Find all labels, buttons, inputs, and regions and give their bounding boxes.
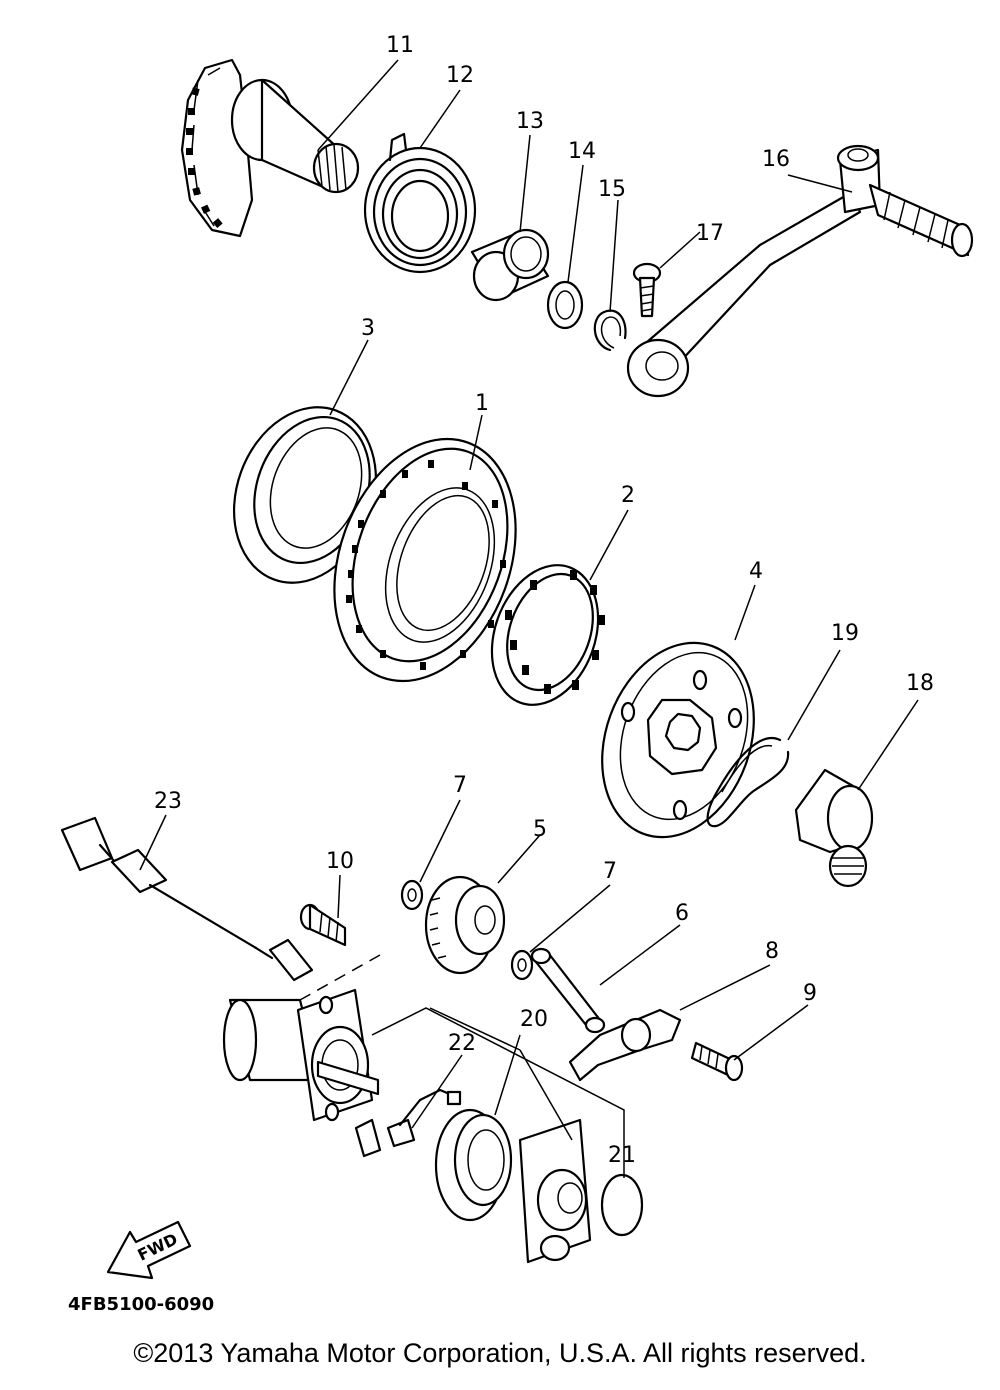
washer-7a-part bbox=[400, 879, 424, 911]
starter-clutch-assembly-part bbox=[601, 641, 755, 839]
starter-lead-part bbox=[60, 816, 314, 982]
label-12: 12 bbox=[446, 63, 474, 88]
kick-crank-part bbox=[626, 144, 974, 398]
label-23: 23 bbox=[154, 789, 182, 814]
label-6: 6 bbox=[675, 901, 689, 926]
label-7a: 7 bbox=[453, 773, 467, 798]
bolt-17-part bbox=[632, 262, 662, 318]
screw-9-part bbox=[690, 1041, 744, 1082]
label-3: 3 bbox=[361, 316, 375, 341]
starter-clutch-gear-part bbox=[333, 437, 517, 683]
bolt-10-part bbox=[299, 903, 347, 947]
kick-shaft-gear-part bbox=[180, 58, 360, 238]
motor-cover-bracket-part bbox=[518, 1118, 592, 1264]
fwd-arrow-icon: FWD bbox=[106, 1220, 192, 1280]
label-8: 8 bbox=[765, 939, 779, 964]
leader-lines bbox=[139, 59, 919, 1178]
label-22: 22 bbox=[448, 1031, 476, 1056]
label-14: 14 bbox=[568, 139, 596, 164]
label-4: 4 bbox=[749, 559, 763, 584]
label-20: 20 bbox=[520, 1007, 548, 1032]
washer-7b-part bbox=[510, 949, 534, 981]
label-19: 19 bbox=[831, 621, 859, 646]
label-10: 10 bbox=[326, 849, 354, 874]
circlip-part bbox=[593, 309, 627, 352]
starter-motor-part bbox=[222, 988, 380, 1122]
label-2: 2 bbox=[621, 483, 635, 508]
seal-20-part bbox=[434, 1108, 513, 1222]
label-13: 13 bbox=[516, 109, 544, 134]
shim-19-part bbox=[706, 737, 790, 828]
gear-18-part bbox=[794, 768, 874, 888]
label-15: 15 bbox=[598, 177, 626, 202]
part-labels: 11 12 13 14 15 16 17 3 1 2 4 19 18 23 7 … bbox=[154, 33, 934, 1168]
plate-8-part bbox=[568, 1008, 682, 1082]
label-1: 1 bbox=[475, 391, 489, 416]
idler-gear-part bbox=[424, 875, 506, 975]
brush-set-part bbox=[354, 1088, 462, 1158]
label-16: 16 bbox=[762, 147, 790, 172]
shaft-6-part bbox=[530, 947, 606, 1034]
label-18: 18 bbox=[906, 671, 934, 696]
o-ring-21-part bbox=[600, 1173, 644, 1237]
collar-part bbox=[470, 228, 550, 302]
washer-14-part bbox=[546, 280, 584, 330]
one-way-clutch-part bbox=[490, 564, 605, 706]
figure-code: 4FB5100-6090 bbox=[68, 1294, 214, 1315]
bearing-plate-3-part bbox=[232, 406, 378, 584]
copyright-notice: ©2013 Yamaha Motor Corporation, U.S.A. A… bbox=[133, 1338, 867, 1368]
label-9: 9 bbox=[803, 981, 817, 1006]
torsion-spring-part bbox=[363, 132, 477, 274]
label-21: 21 bbox=[608, 1143, 636, 1168]
label-17: 17 bbox=[696, 221, 724, 246]
label-7b: 7 bbox=[603, 859, 617, 884]
label-5: 5 bbox=[533, 817, 547, 842]
label-11: 11 bbox=[386, 33, 414, 58]
